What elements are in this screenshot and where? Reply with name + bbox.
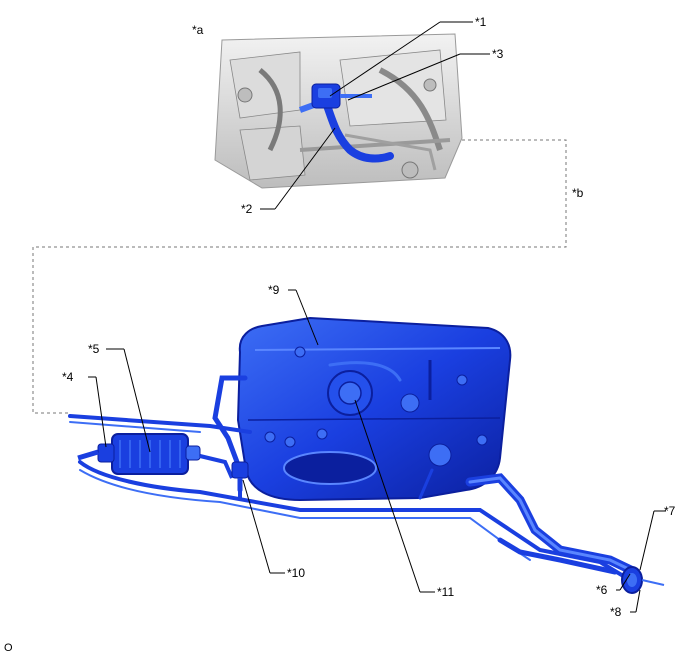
footer-code: O — [4, 642, 13, 654]
filler-neck-end — [621, 566, 665, 594]
label-5: *5 — [88, 342, 100, 356]
vent-valve — [231, 461, 249, 498]
label-3: *3 — [492, 47, 504, 61]
charcoal-canister — [77, 433, 234, 479]
fuel-tank — [236, 316, 512, 502]
label-10: *10 — [287, 566, 306, 580]
dashed-link-b — [32, 139, 567, 414]
label-a: *a — [192, 23, 204, 37]
label-11: *11 — [437, 585, 455, 599]
label-8: *8 — [610, 605, 622, 619]
label-7: *7 — [664, 504, 676, 518]
label-1: *1 — [475, 15, 487, 29]
label-6: *6 — [596, 583, 608, 597]
label-b: *b — [572, 186, 584, 200]
fuel-lines — [68, 361, 640, 582]
label-9: *9 — [268, 283, 280, 297]
label-2: *2 — [241, 202, 253, 216]
leader-lines — [88, 21, 666, 613]
label-4: *4 — [62, 370, 74, 384]
engine-bay-inset — [214, 33, 463, 189]
